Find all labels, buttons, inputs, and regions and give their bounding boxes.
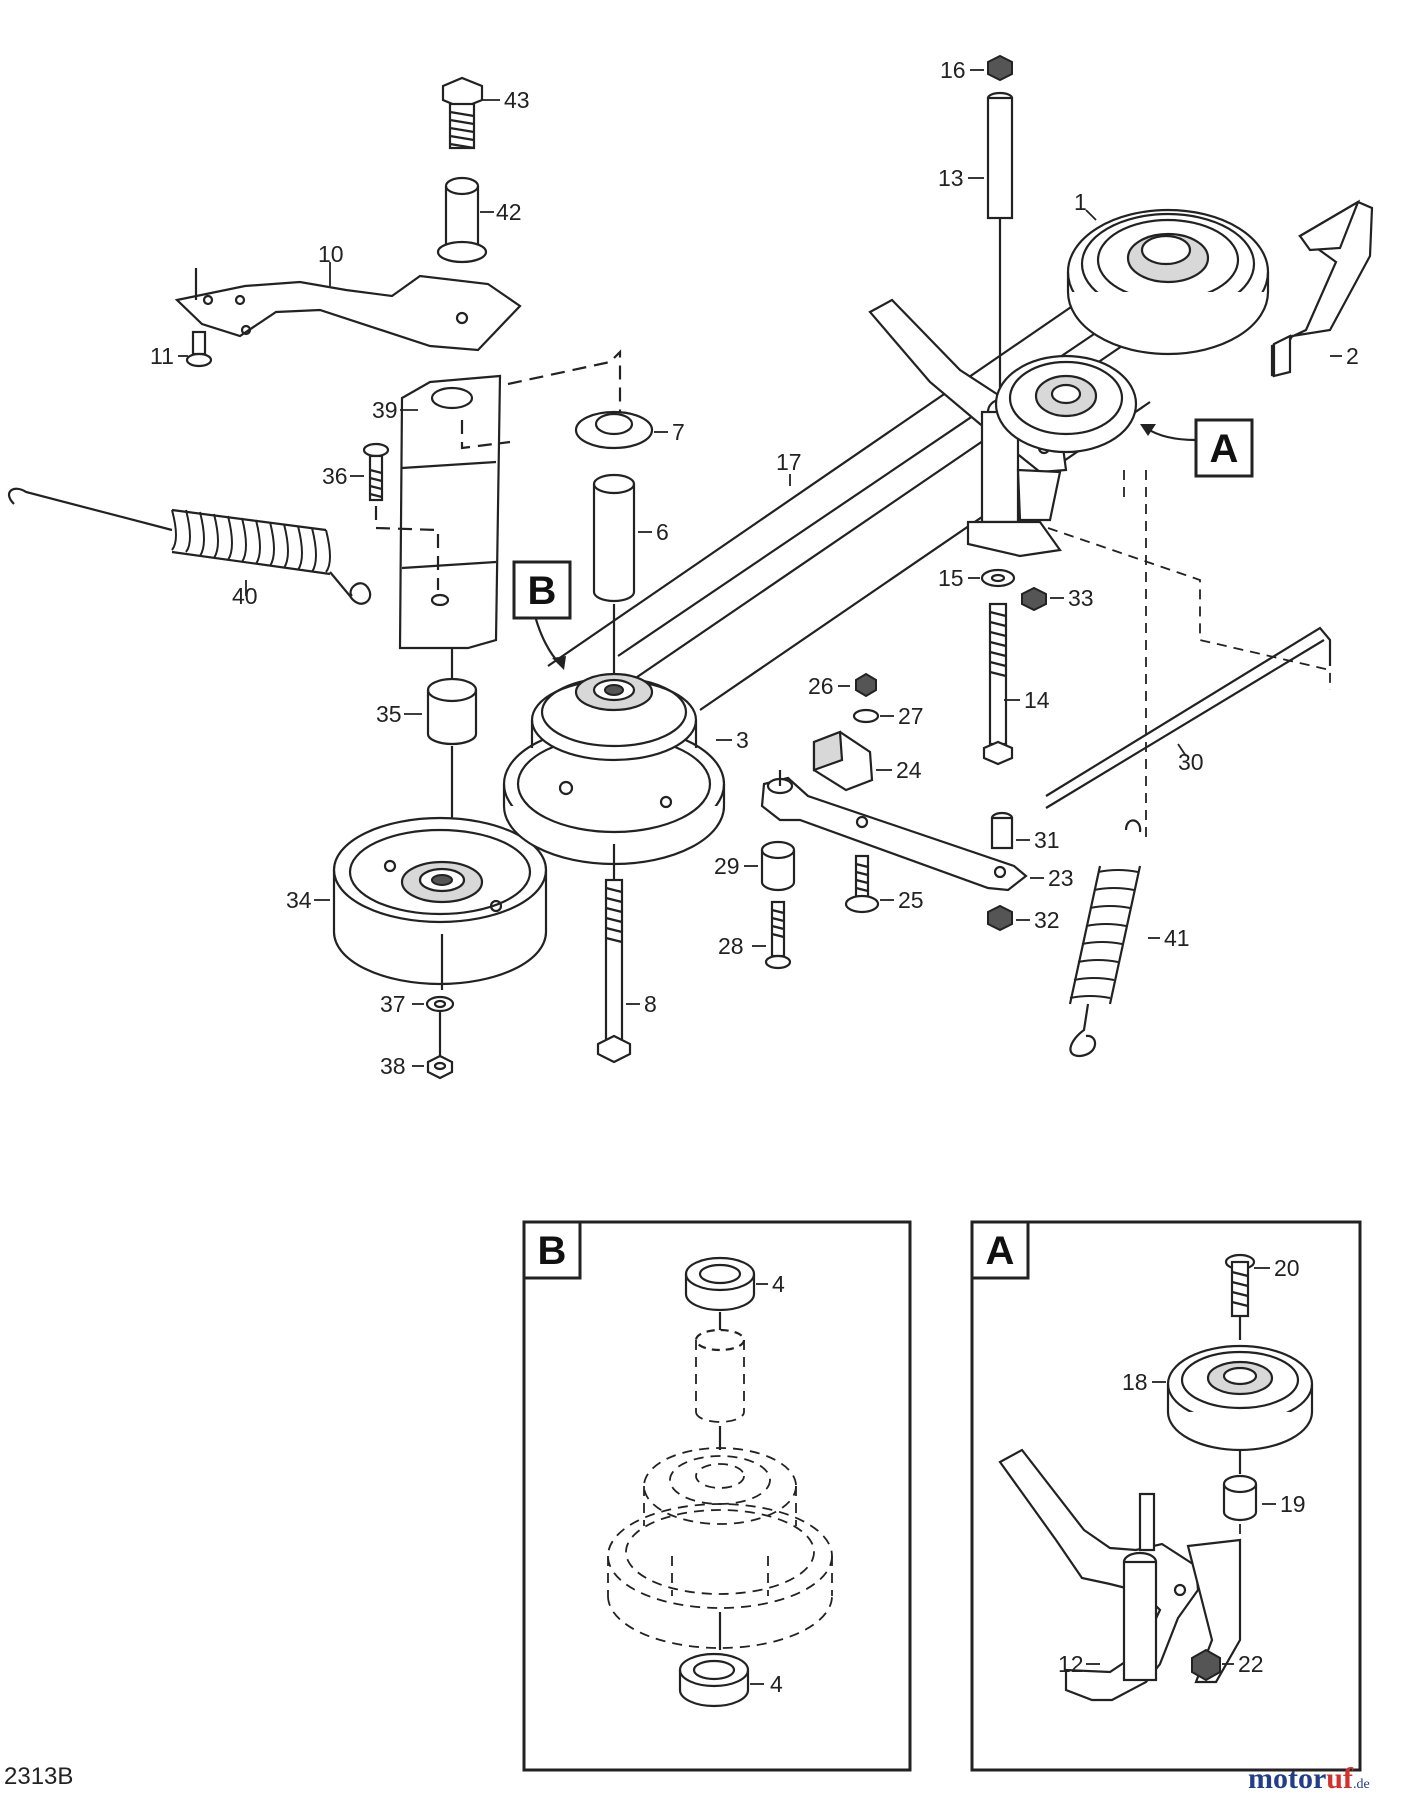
part-15-washer — [968, 568, 1016, 588]
label-24: 24 — [896, 757, 922, 783]
label-23: 23 — [1048, 865, 1074, 891]
svg-text:22: 22 — [1238, 1651, 1264, 1677]
label-43: 43 — [504, 87, 530, 113]
label-36: 36 — [322, 463, 348, 489]
svg-text:A: A — [1210, 427, 1239, 471]
label-41: 41 — [1164, 925, 1190, 951]
label-6: 6 — [656, 519, 669, 545]
svg-text:12: 12 — [1058, 1651, 1084, 1677]
part-23-lever — [760, 770, 1044, 892]
svg-text:motoruf.de: motoruf.de — [1248, 1762, 1370, 1795]
label-7: 7 — [672, 419, 685, 445]
svg-text:B: B — [528, 569, 557, 613]
part-6-spacer-tube — [592, 473, 652, 603]
part-1-engine-pulley — [1066, 208, 1270, 356]
inset-a-nut-22 — [1191, 1648, 1234, 1682]
part-43-bolt — [441, 76, 500, 150]
part-38-nut — [412, 1054, 454, 1080]
part-30-control-rod — [1045, 626, 1332, 809]
part-10-bracket — [174, 262, 522, 352]
part-7-washer — [574, 410, 668, 450]
part-24-belt-guide — [812, 730, 892, 792]
part-28-bolt — [752, 900, 792, 970]
inset-a-spacer-19 — [1222, 1474, 1276, 1522]
part-13-rod — [968, 91, 1014, 220]
label-10: 10 — [318, 241, 344, 267]
callout-box-a: A — [1194, 418, 1254, 478]
label-2: 2 — [1346, 343, 1359, 369]
figure-code: 2313B — [4, 1763, 73, 1790]
part-number-labels: 43 42 10 11 39 7 36 6 40 35 3 34 8 37 38… — [150, 57, 1359, 1079]
part-8-bolt — [596, 878, 640, 1064]
part-25-bolt — [844, 854, 894, 914]
inset-a-pulley-18 — [1152, 1344, 1314, 1452]
part-36-bolt — [350, 442, 390, 502]
inset-b-label: B — [538, 1229, 567, 1273]
part-37-washer — [412, 995, 455, 1013]
label-15: 15 — [938, 565, 964, 591]
svg-text:4: 4 — [770, 1671, 783, 1697]
callout-box-b: B — [512, 560, 572, 620]
label-8: 8 — [644, 991, 657, 1017]
label-31: 31 — [1034, 827, 1060, 853]
part-2-belt-guard — [1270, 199, 1374, 378]
svg-text:20: 20 — [1274, 1255, 1300, 1281]
label-3: 3 — [736, 727, 749, 753]
inset-a-label: A — [986, 1229, 1015, 1273]
inset-b-pulley-outline — [607, 1447, 833, 1649]
label-14: 14 — [1024, 687, 1050, 713]
part-42-spacer — [436, 176, 494, 264]
part-16-nut — [970, 54, 1013, 82]
label-17: 17 — [776, 449, 802, 475]
inset-a-panel: A 20 18 19 — [970, 1220, 1362, 1772]
watermark-logo: motoruf.de — [1248, 1762, 1370, 1795]
inset-b-bearing-top — [684, 1256, 768, 1312]
part-40-spring — [8, 487, 372, 605]
part-26-nut — [838, 672, 877, 698]
label-34: 34 — [286, 887, 312, 913]
part-31-pin — [990, 811, 1030, 850]
svg-text:4: 4 — [772, 1271, 785, 1297]
inset-b-panel: B 4 — [522, 1220, 912, 1772]
label-37: 37 — [380, 991, 406, 1017]
svg-text:19: 19 — [1280, 1491, 1306, 1517]
part-41-spring — [1068, 819, 1160, 1058]
part-14-bolt — [982, 602, 1020, 766]
label-27: 27 — [898, 703, 924, 729]
label-39: 39 — [372, 397, 398, 423]
label-42: 42 — [496, 199, 522, 225]
label-38: 38 — [380, 1053, 406, 1079]
svg-text:18: 18 — [1122, 1369, 1148, 1395]
part-34-flat-idler-pulley — [314, 816, 548, 986]
label-11: 11 — [150, 343, 174, 369]
inset-b-sleeve — [694, 1328, 746, 1423]
label-40: 40 — [232, 583, 258, 609]
part-29-spacer — [744, 840, 796, 892]
part-33-nut — [1021, 586, 1064, 612]
part-3-double-pulley — [502, 672, 732, 866]
part-27-washer — [852, 708, 894, 724]
inset-a-bracket-12 — [998, 1448, 1242, 1702]
idler-pulley-a — [994, 354, 1138, 454]
label-29: 29 — [714, 853, 740, 879]
inset-b-bearing-bottom — [678, 1652, 764, 1708]
label-28: 28 — [718, 933, 744, 959]
label-1: 1 — [1074, 189, 1087, 215]
label-26: 26 — [808, 673, 834, 699]
label-25: 25 — [898, 887, 924, 913]
part-35-spacer — [404, 677, 478, 746]
label-33: 33 — [1068, 585, 1094, 611]
part-39-idler-arm — [398, 374, 502, 650]
label-13: 13 — [938, 165, 964, 191]
part-32-nut — [987, 904, 1030, 932]
label-32: 32 — [1034, 907, 1060, 933]
label-30: 30 — [1178, 749, 1204, 775]
part-11-screw — [178, 330, 213, 368]
label-35: 35 — [376, 701, 402, 727]
label-16: 16 — [940, 57, 966, 83]
